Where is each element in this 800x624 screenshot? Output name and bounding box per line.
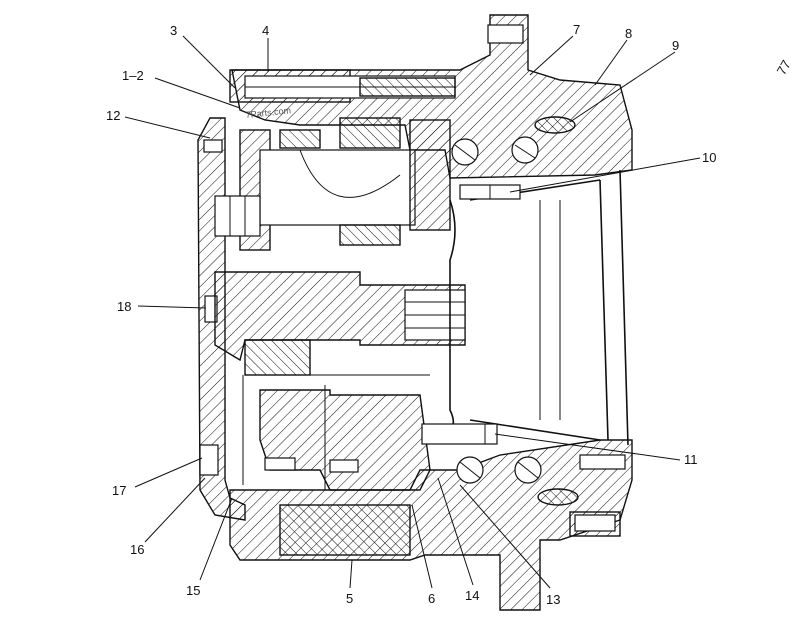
callout-13: 13 — [546, 592, 560, 607]
callout-11: 11 — [684, 452, 698, 467]
callout-3: 3 — [170, 23, 177, 38]
callout-1-2: 1–2 — [122, 68, 144, 83]
output-shaft — [214, 271, 466, 362]
bore-lines — [439, 169, 629, 446]
corner-mark: 77 — [774, 57, 794, 77]
sun-gear-block — [242, 339, 431, 491]
leader-lines — [124, 35, 701, 589]
watermark-text: 7Parts.com — [245, 105, 291, 120]
callout-12: 12 — [106, 108, 120, 123]
callout-6: 6 — [428, 591, 435, 606]
bearings — [451, 116, 579, 506]
callout-4: 4 — [262, 23, 269, 38]
planetary-gear-set — [214, 117, 451, 251]
callout-16: 16 — [130, 542, 144, 557]
callout-5: 5 — [346, 591, 353, 606]
callout-8: 8 — [625, 26, 632, 41]
bolts — [421, 24, 626, 532]
callout-17: 17 — [112, 483, 126, 498]
callout-9: 9 — [672, 38, 679, 53]
callout-10: 10 — [702, 150, 716, 165]
callout-18: 18 — [117, 299, 131, 314]
callout-15: 15 — [186, 583, 200, 598]
callout-labels: 3 4 1–2 12 7 8 9 10 18 11 17 16 15 5 6 1… — [106, 22, 716, 607]
callout-14: 14 — [465, 588, 479, 603]
callout-7: 7 — [573, 22, 580, 37]
housing-upper — [229, 14, 633, 179]
